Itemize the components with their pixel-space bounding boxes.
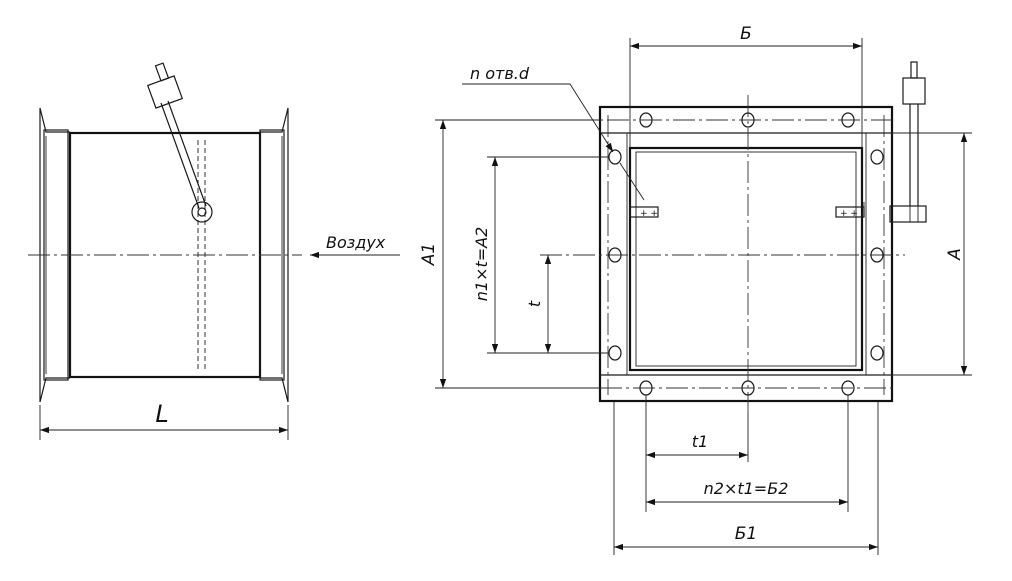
- bearing-bracket-right: + +: [835, 202, 865, 219]
- bolt-holes: [608, 112, 884, 396]
- axle-circle: [191, 201, 213, 223]
- hole: [870, 149, 884, 165]
- label-holes: n отв.d: [470, 64, 530, 83]
- hole: [741, 380, 755, 396]
- hole: [870, 345, 884, 361]
- label-pitch-horizontal: t1: [692, 432, 708, 451]
- lever-arm: [160, 102, 200, 209]
- hole: [870, 247, 884, 263]
- hole: [608, 149, 622, 165]
- front-dimensions: Б n отв.d А1 n1×t=A2 t А t1 n2×t1=Б2: [419, 24, 972, 555]
- hole: [608, 247, 622, 263]
- label-span-vertical: n1×t=A2: [472, 227, 491, 302]
- label-pitch-vertical: t: [525, 300, 544, 307]
- hole: [841, 112, 855, 128]
- lever-weight: [146, 75, 184, 109]
- hole: [608, 345, 622, 361]
- svg-text:+ +: + +: [640, 209, 658, 219]
- bearing-bracket-left: + +: [629, 202, 659, 219]
- holes-leader: [462, 83, 614, 153]
- side-view: L: [28, 62, 302, 440]
- actuator-weight: [902, 77, 926, 105]
- label-height: А: [945, 248, 965, 261]
- actuator: [889, 61, 927, 223]
- airflow-indicator: Воздух: [310, 233, 400, 259]
- label-airflow: Воздух: [326, 233, 386, 252]
- label-span-horizontal: n2×t1=Б2: [704, 479, 789, 498]
- lever-knob: [154, 62, 170, 82]
- hole: [639, 112, 653, 128]
- inner-opening: [628, 146, 864, 372]
- label-height-outer: А1: [419, 243, 439, 266]
- actuator-knob: [910, 61, 918, 79]
- hole: [741, 112, 755, 128]
- label-length: L: [155, 400, 168, 428]
- label-width-outer: Б1: [735, 524, 757, 544]
- label-width: Б: [740, 24, 752, 44]
- actuator-hub: [889, 205, 927, 223]
- front-view: + + + +: [442, 61, 927, 412]
- svg-text:+ +: + +: [840, 209, 858, 219]
- outer-flange: [598, 105, 894, 403]
